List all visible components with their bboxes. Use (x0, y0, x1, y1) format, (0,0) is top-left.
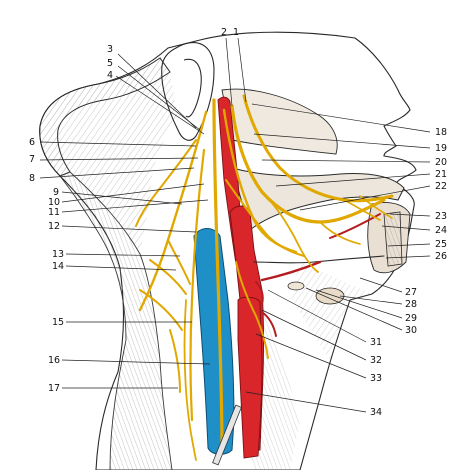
accessory-nerve (138, 110, 208, 312)
label-15: 15 (52, 317, 64, 328)
label-18: 18 (435, 127, 447, 138)
label-4: 4 (107, 70, 113, 81)
label-11: 11 (48, 207, 60, 218)
mandible (231, 167, 405, 231)
ansa-cervicalis (235, 261, 269, 359)
label-8: 8 (29, 173, 35, 184)
label-12: 12 (48, 221, 60, 232)
label-21: 21 (435, 169, 447, 180)
hyoid-bone (287, 281, 305, 291)
superior-laryngeal-nerve (225, 179, 305, 257)
label-14: 14 (52, 261, 64, 272)
label-9: 9 (53, 187, 59, 198)
label-7: 7 (29, 154, 35, 165)
cervical-plexus (139, 239, 191, 393)
artery-branch-small (255, 281, 264, 305)
label-20: 20 (435, 157, 447, 168)
label-5: 5 (107, 58, 113, 69)
deep-facial-branch (329, 213, 381, 239)
ear (161, 42, 215, 141)
label-6: 6 (29, 137, 35, 148)
nerves (135, 94, 394, 461)
label-33: 33 (370, 373, 382, 384)
common-carotid-artery (237, 296, 263, 459)
sympathetic-trunk (189, 148, 206, 422)
leader-lines (39, 37, 431, 413)
label-27: 27 (405, 287, 417, 298)
facial-nerve-branch (135, 139, 197, 227)
label-3: 3 (107, 44, 113, 55)
label-16: 16 (48, 355, 60, 366)
label-2: 2 (221, 27, 227, 38)
submandibular-region (290, 262, 372, 360)
submandibular-gland (315, 287, 345, 305)
posterior-neck-muscles (57, 72, 179, 254)
teeth-section (383, 211, 403, 267)
label-28: 28 (405, 299, 417, 310)
label-32: 32 (370, 355, 382, 366)
nerve-to-thyrohyoid (261, 191, 319, 273)
label-10: 10 (48, 197, 60, 208)
label-34: 34 (370, 407, 382, 418)
lingual-artery-branch (260, 260, 322, 282)
label-24: 24 (435, 225, 447, 236)
vagus-nerve (212, 98, 224, 452)
labels: 1 2 3 4 5 6 7 8 9 10 11 12 13 14 15 16 1… (29, 27, 447, 418)
label-13: 13 (52, 249, 64, 260)
label-19: 19 (435, 143, 447, 154)
phrenic-nerve (183, 299, 197, 461)
label-26: 26 (435, 251, 447, 262)
superior-thyroid-branch (261, 311, 277, 337)
label-23: 23 (435, 211, 447, 222)
label-25: 25 (435, 239, 447, 250)
internal-jugular-vein (193, 228, 235, 455)
label-22: 22 (435, 181, 447, 192)
label-17: 17 (48, 383, 60, 394)
label-29: 29 (405, 313, 417, 324)
hypoglossal-nerve (230, 104, 386, 224)
label-1: 1 (233, 27, 239, 38)
retractor-hook (212, 404, 242, 466)
label-30: 30 (405, 325, 417, 336)
facial-artery-branch (253, 255, 385, 264)
auricle (161, 42, 215, 141)
sternocleidomastoid-muscle (59, 171, 173, 470)
skull-base-region (221, 88, 338, 155)
label-31: 31 (370, 337, 382, 348)
